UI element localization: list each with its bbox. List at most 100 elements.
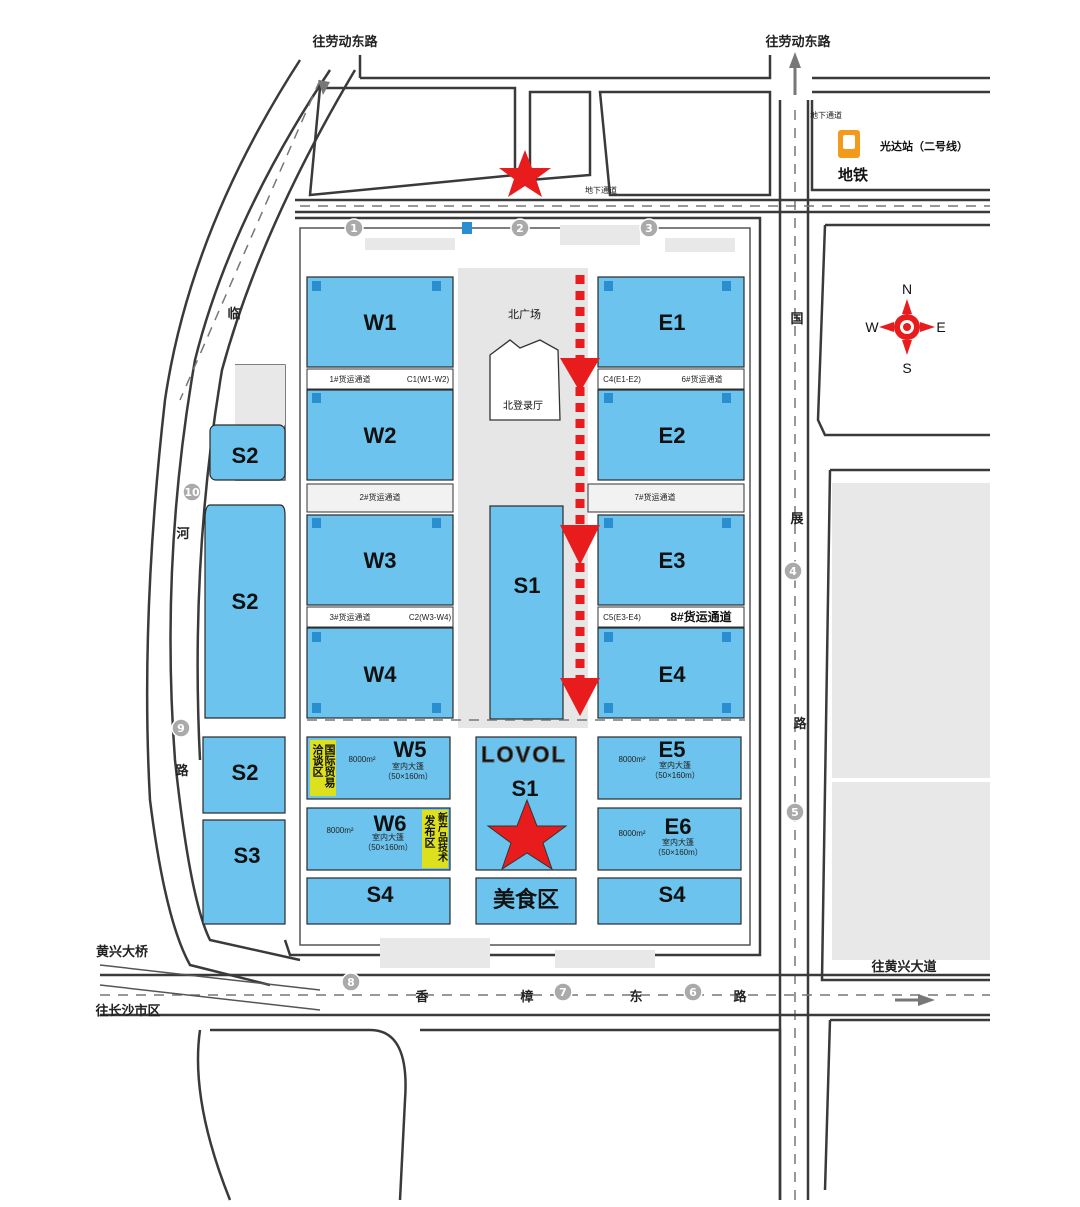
- road-label-west-2: 河: [176, 526, 189, 541]
- compass-e: E: [936, 319, 945, 335]
- hall-w3[interactable]: [306, 514, 454, 606]
- compass-s: S: [902, 360, 911, 376]
- hall-s1-north[interactable]: [489, 505, 564, 720]
- road-label-north-left: 往劳动东路: [312, 34, 378, 49]
- hall-s2-a[interactable]: [209, 424, 286, 481]
- hall-e5[interactable]: [597, 736, 742, 800]
- hall-w1[interactable]: [306, 276, 454, 368]
- w6-size: （50×160m）: [363, 843, 413, 852]
- food-court-label: 美食区: [493, 887, 559, 912]
- corridor-2: [306, 483, 454, 513]
- north-login-hall-label: 北登录厅: [503, 399, 543, 412]
- hall-w2[interactable]: [306, 389, 454, 481]
- gate-2[interactable]: 2: [510, 218, 530, 238]
- road-network: [99, 55, 990, 1201]
- hall-e2[interactable]: [597, 389, 745, 481]
- south-building-right: [555, 950, 655, 968]
- svg-text:10: 10: [184, 486, 200, 499]
- corridor-c1-label: C1(W1-W2): [407, 375, 450, 384]
- e5-size: （50×160m）: [650, 771, 700, 780]
- hall-s4-east[interactable]: [597, 877, 742, 925]
- zone-newtech[interactable]: [434, 810, 448, 868]
- gate-5[interactable]: 5: [785, 802, 805, 822]
- road-label-south-3: 东: [629, 989, 642, 1004]
- corridor-c5-label: C5(E3-E4): [603, 613, 641, 622]
- road-label-to-changsha: 往长沙市区: [95, 1003, 160, 1018]
- hall-s3[interactable]: [202, 819, 286, 925]
- w6-tent: 室内大篷: [372, 832, 404, 842]
- north-login-hall[interactable]: [489, 339, 561, 421]
- hall-w4-label: W4: [364, 662, 398, 687]
- hall-s4-west[interactable]: [306, 877, 451, 925]
- hall-w2-label: W2: [364, 423, 397, 448]
- road-label-south-1: 香: [414, 989, 429, 1004]
- route-arrow-3: [560, 678, 600, 716]
- hall-e6-label: E6: [665, 814, 692, 839]
- svg-text:2: 2: [516, 222, 524, 235]
- route-arrow-1: [560, 358, 600, 392]
- e5-area: 8000m²: [618, 755, 645, 764]
- hall-s2b-label: S2: [232, 589, 259, 614]
- hall-e2-label: E2: [659, 423, 686, 448]
- entrance-building-right: [665, 238, 735, 252]
- food-court[interactable]: [475, 877, 577, 925]
- hall-s1-south-label: S1: [512, 776, 539, 801]
- hall-s2c-label: S2: [232, 760, 259, 785]
- e6-tent: 室内大篷: [662, 837, 694, 847]
- zone-trade-label: 国际贸易: [323, 744, 336, 789]
- hall-e5-label: E5: [659, 737, 686, 762]
- metro-station-label: 光达站（二号线）: [879, 139, 968, 153]
- hall-e1[interactable]: [597, 276, 745, 368]
- hall-e3[interactable]: [597, 514, 745, 606]
- compass-w: W: [865, 319, 879, 335]
- gate-6[interactable]: 6: [683, 982, 703, 1002]
- hall-e6[interactable]: [597, 807, 742, 871]
- svg-text:4: 4: [789, 565, 797, 578]
- west-empty-lot: [235, 365, 285, 425]
- corridor-c4-label: C4(E1-E2): [603, 375, 641, 384]
- hall-w5-label: W5: [394, 737, 427, 762]
- svg-text:6: 6: [689, 986, 697, 999]
- underpass-label-east: 地下通道: [810, 110, 842, 120]
- corridor-7-label: 7#货运通道: [635, 492, 676, 502]
- road-label-east-3: 路: [793, 716, 807, 731]
- road-label-south-2: 樟: [520, 989, 533, 1004]
- hall-w6-label: W6: [374, 811, 407, 836]
- zone-launch-label: 发布区: [423, 814, 437, 849]
- road-label-to-huangxing: 往黄兴大道: [871, 959, 936, 974]
- zone-launch[interactable]: [422, 810, 436, 868]
- hall-e4[interactable]: [597, 627, 745, 719]
- zone-negotiation[interactable]: [310, 740, 324, 796]
- hall-s2-b[interactable]: [204, 504, 286, 719]
- corridor-c2-label: C2(W3-W4): [409, 613, 452, 622]
- direction-arrow-east: [895, 994, 935, 1006]
- hall-w4[interactable]: [306, 627, 454, 719]
- w6-area: 8000m²: [326, 826, 353, 835]
- compass-n: N: [902, 281, 912, 297]
- location-star-s1: [486, 798, 568, 871]
- gate-10[interactable]: 10: [182, 482, 202, 502]
- hall-e1-label: E1: [659, 310, 686, 335]
- svg-text:7: 7: [559, 986, 567, 999]
- svg-text:1: 1: [350, 222, 358, 235]
- hall-s2-c[interactable]: [202, 736, 286, 814]
- gate-4[interactable]: 4: [783, 561, 803, 581]
- direction-arrow-west: [318, 80, 330, 95]
- gate-8[interactable]: 8: [341, 972, 361, 992]
- corridor-8-label: 8#货运通道: [670, 609, 731, 624]
- gate-3[interactable]: 3: [639, 218, 659, 238]
- e5-tent: 室内大篷: [659, 760, 691, 770]
- hall-s3-label: S3: [234, 843, 261, 868]
- entry-route: [560, 275, 600, 716]
- hall-e4-label: E4: [659, 662, 687, 687]
- hall-w1-label: W1: [364, 310, 397, 335]
- road-label-west-1: 临: [227, 306, 240, 321]
- gate-7[interactable]: 7: [553, 982, 573, 1002]
- hall-e3-label: E3: [659, 548, 686, 573]
- gate-1[interactable]: 1: [344, 218, 364, 238]
- zone-trade[interactable]: [322, 740, 336, 796]
- hall-s2a-label: S2: [232, 443, 259, 468]
- gate-9[interactable]: 9: [171, 718, 191, 738]
- corridor-3-label: 3#货运通道: [330, 612, 371, 622]
